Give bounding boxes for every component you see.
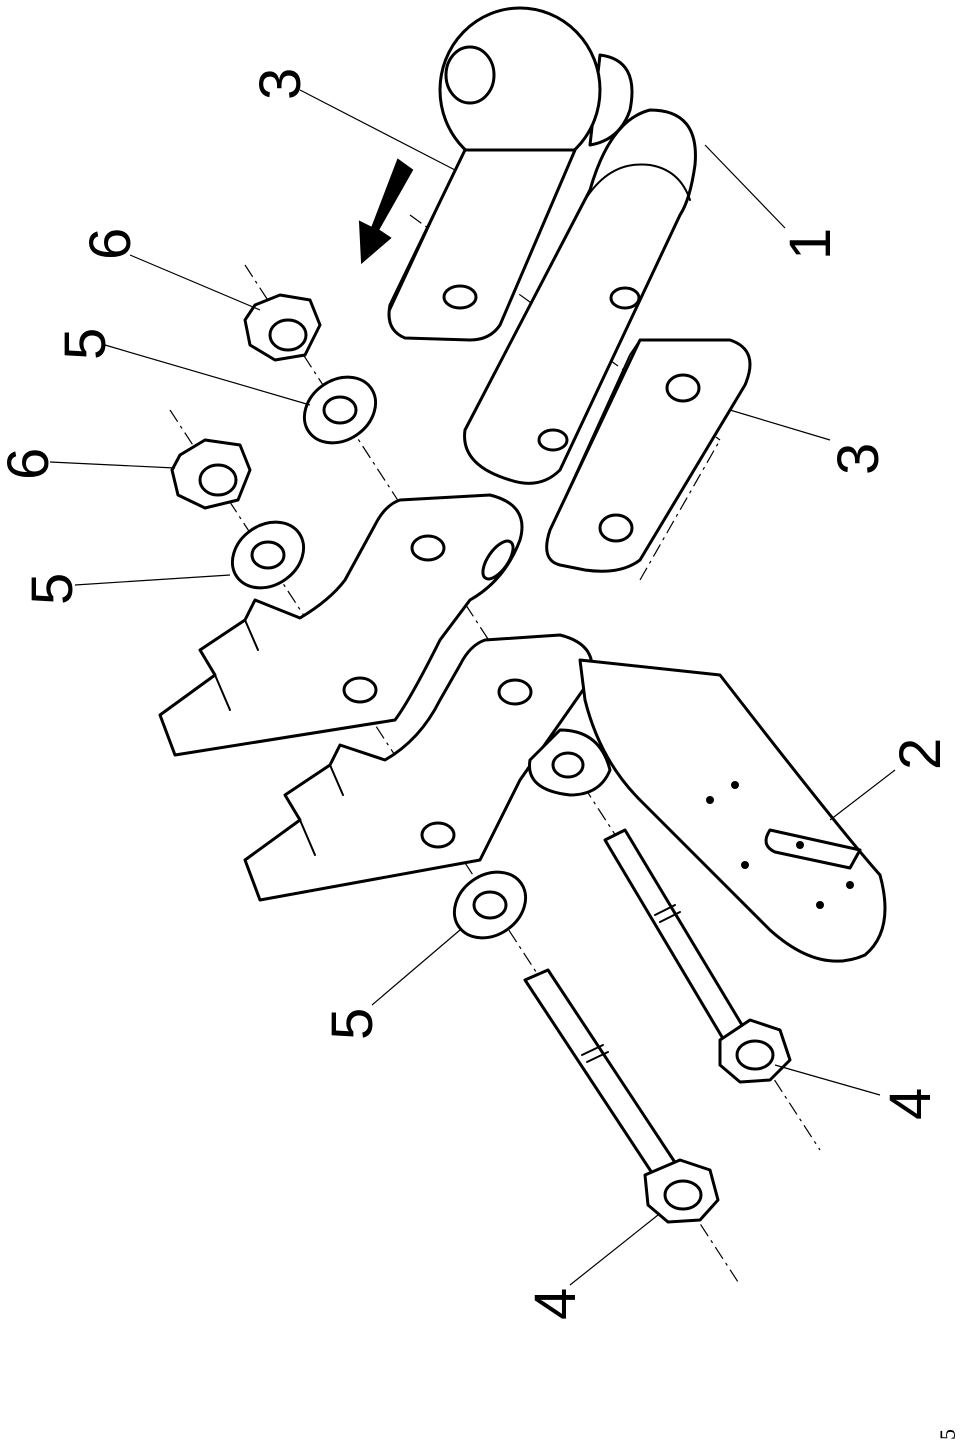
callout-5-lower: 5 [20, 573, 85, 605]
callouts: 3 1 3 2 6 5 6 5 5 4 4 [0, 68, 953, 1320]
bracket-upper [158, 493, 524, 757]
callout-4-left: 4 [523, 1288, 588, 1320]
callout-3-right: 3 [826, 443, 891, 475]
nut-lower [170, 438, 252, 510]
callout-5-bolt: 5 [320, 1008, 385, 1040]
socket-plate-slot [764, 828, 862, 870]
flat-plate-right-shape [545, 338, 752, 573]
bolt-right [603, 828, 792, 1084]
ball-top-hex [444, 45, 496, 105]
washer-upper [302, 375, 378, 445]
socket-plate-shape [578, 658, 887, 963]
callout-2: 2 [888, 738, 953, 770]
direction-arrow-icon [358, 158, 414, 265]
leader-lines [49, 89, 896, 1286]
callout-1: 1 [778, 228, 843, 260]
ball-mount-tube [463, 108, 697, 485]
callout-6-upper: 6 [78, 228, 143, 260]
callout-3-top: 3 [248, 68, 313, 100]
callout-5-upper: 5 [53, 328, 118, 360]
page-number: 5 [935, 1429, 960, 1440]
flat-plate-right [545, 338, 752, 573]
callout-4-right: 4 [878, 1088, 943, 1120]
flat-bar-top-shape [387, 148, 577, 342]
nut-upper [243, 293, 322, 362]
washer-bolt [452, 870, 528, 940]
bolt-left [523, 968, 720, 1224]
callout-6-lower: 6 [0, 448, 61, 480]
flat-bar-top [387, 148, 577, 342]
washer-lower [230, 520, 306, 590]
tow-ball-mount [438, 6, 697, 485]
socket-plate [528, 658, 887, 963]
